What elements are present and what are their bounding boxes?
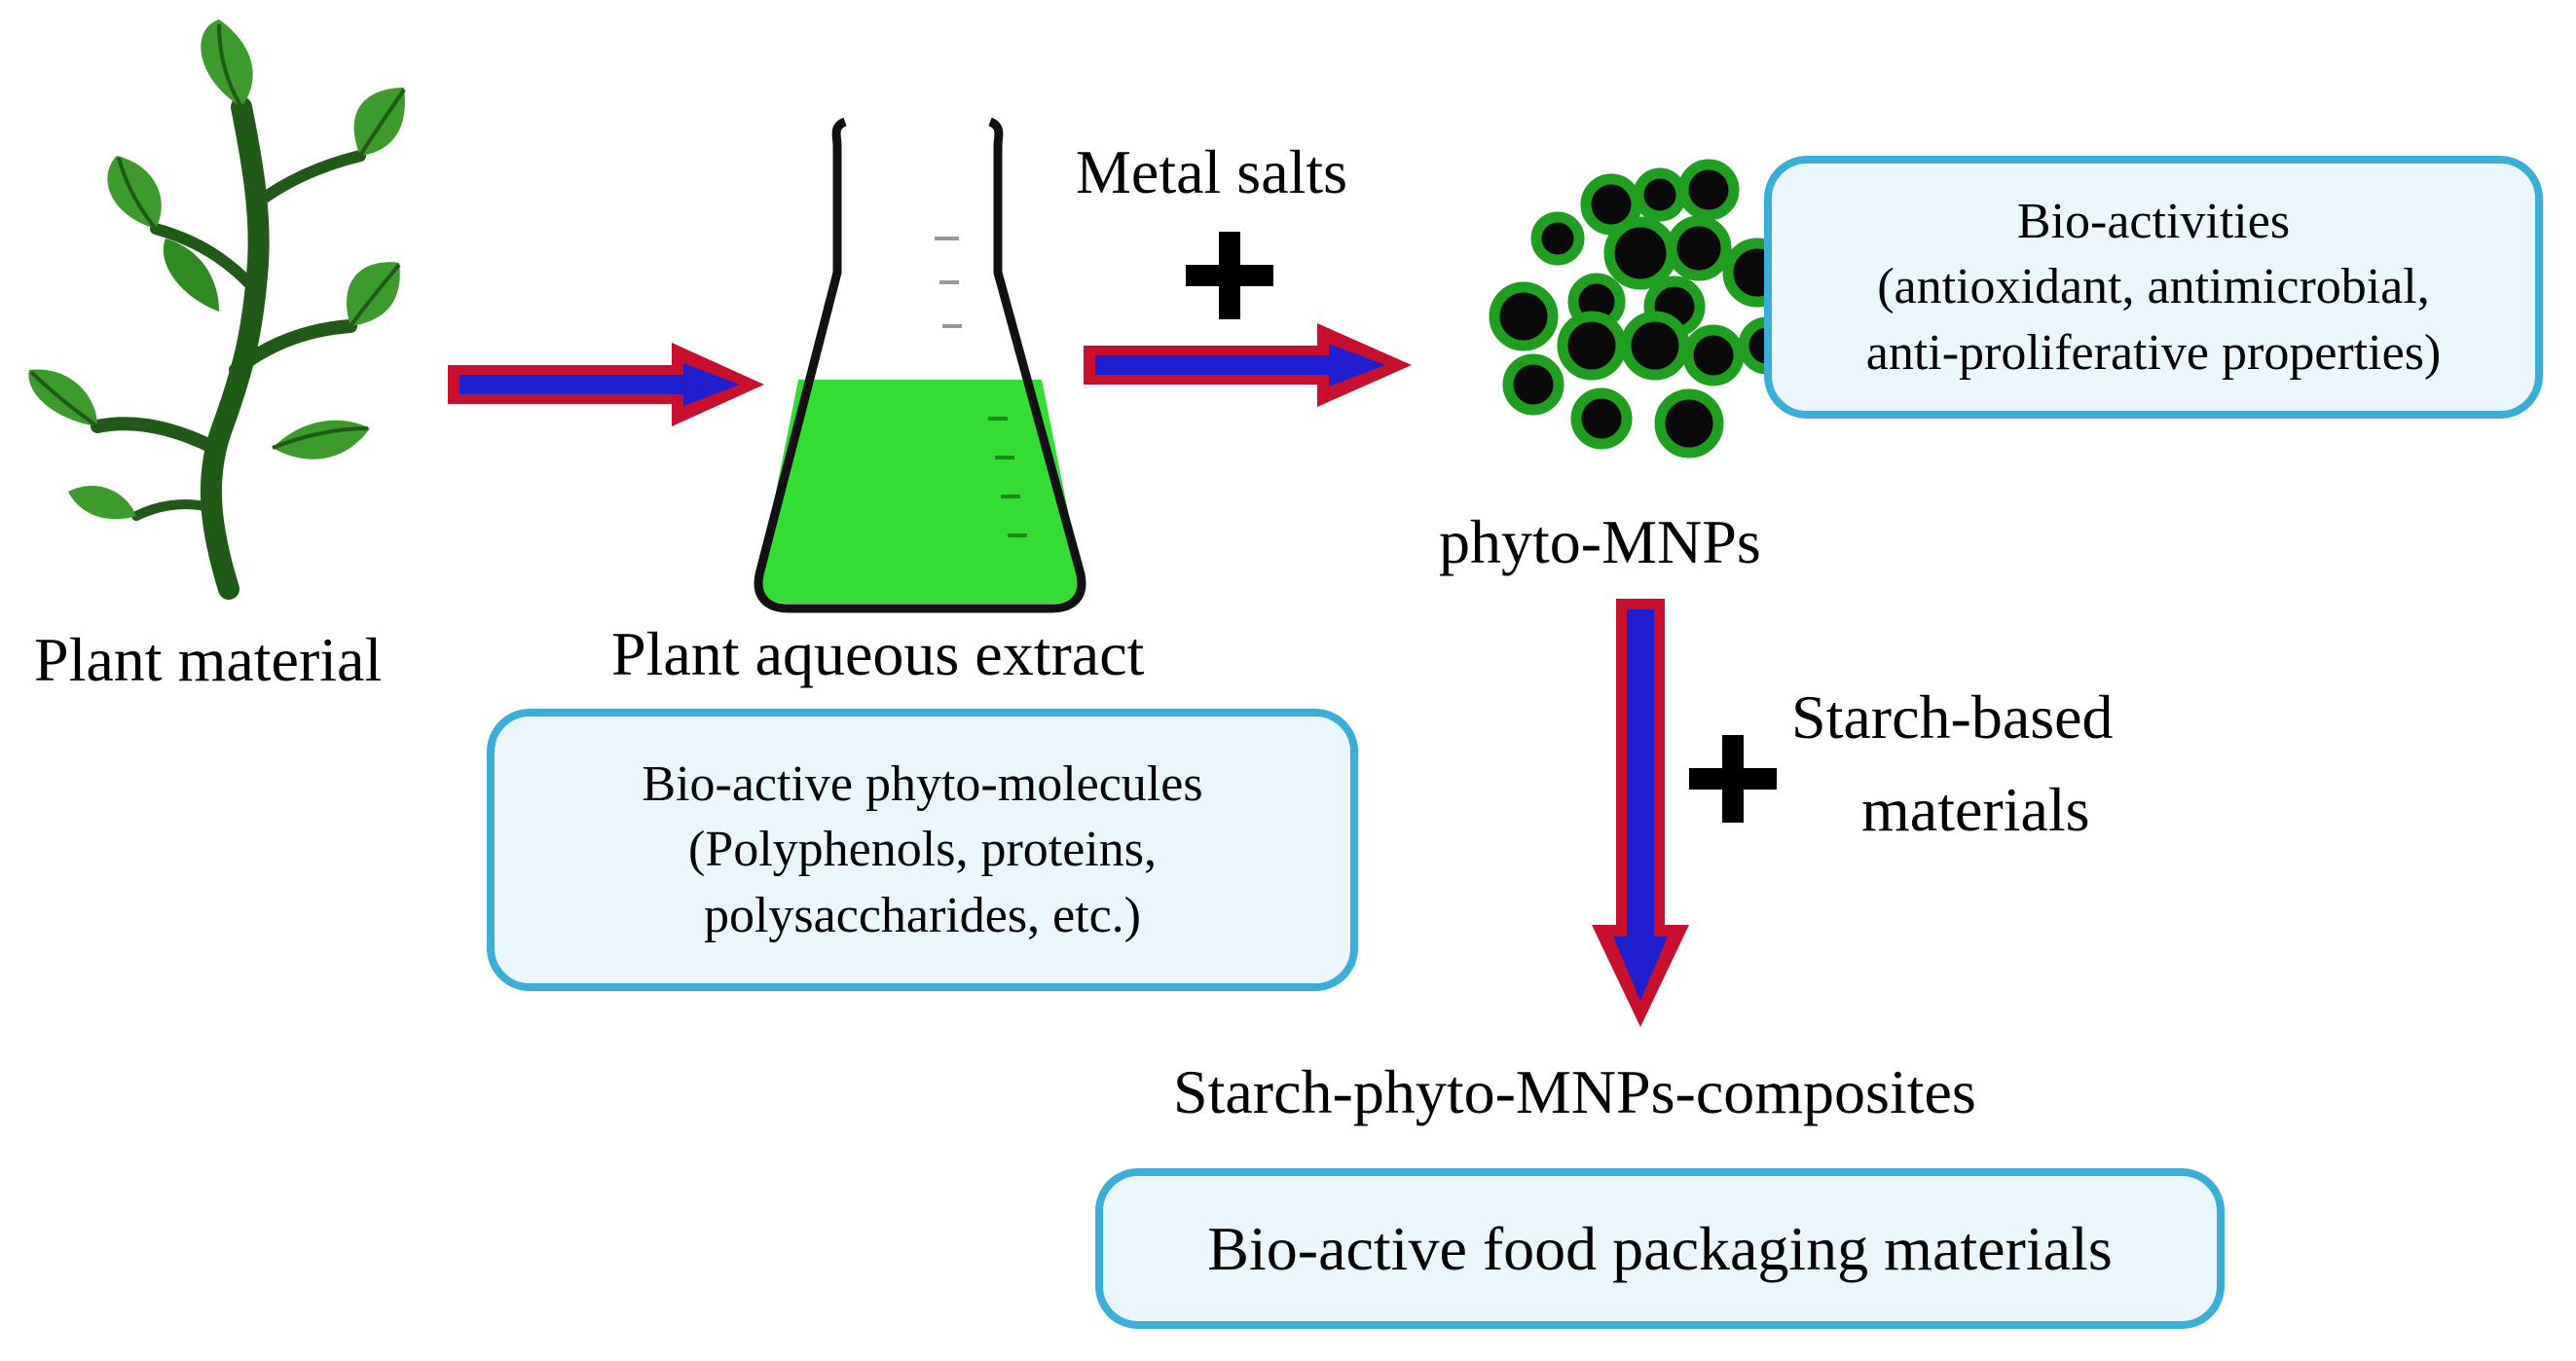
nanoparticles-icon bbox=[1489, 159, 1796, 459]
arrow-right-icon bbox=[448, 343, 764, 426]
plant-extract-label: Plant aqueous extract bbox=[611, 619, 1145, 688]
arrow-down-icon bbox=[1592, 599, 1689, 1027]
plus-icon bbox=[1689, 735, 1777, 823]
packaging-text: Bio-active food packaging materials bbox=[1207, 1213, 2113, 1283]
plus-icon bbox=[1186, 232, 1273, 319]
starch-based-label-line-1: Starch-based bbox=[1791, 682, 2114, 752]
phyto-molecules-box: Bio-active phyto-molecules (Polyphenols,… bbox=[487, 709, 1358, 991]
arrow-right-icon bbox=[1084, 323, 1412, 407]
composites-label: Starch-phyto-MNPs-composites bbox=[1173, 1057, 1976, 1126]
phyto-mnps-label: phyto-MNPs bbox=[1439, 507, 1761, 576]
bio-activities-line-2: (antioxidant, antimicrobial, bbox=[1877, 259, 2430, 315]
packaging-box: Bio-active food packaging materials bbox=[1095, 1168, 2225, 1329]
flask-icon bbox=[754, 117, 1086, 613]
plant-material-label: Plant material bbox=[34, 625, 383, 694]
phyto-molecules-line-3: polysaccharides, etc.) bbox=[703, 887, 1141, 943]
phyto-molecules-line-2: (Polyphenols, proteins, bbox=[688, 822, 1157, 878]
phyto-molecules-line-1: Bio-active phyto-molecules bbox=[642, 755, 1203, 812]
plant-icon bbox=[28, 19, 406, 600]
bio-activities-box: Bio-activities (antioxidant, antimicrobi… bbox=[1764, 156, 2543, 419]
bio-activities-line-1: Bio-activities bbox=[2016, 193, 2291, 249]
bio-activities-line-3: anti-proliferative properties) bbox=[1865, 324, 2442, 381]
starch-based-label-line-2: materials bbox=[1861, 775, 2090, 844]
metal-salts-label: Metal salts bbox=[1076, 137, 1348, 206]
